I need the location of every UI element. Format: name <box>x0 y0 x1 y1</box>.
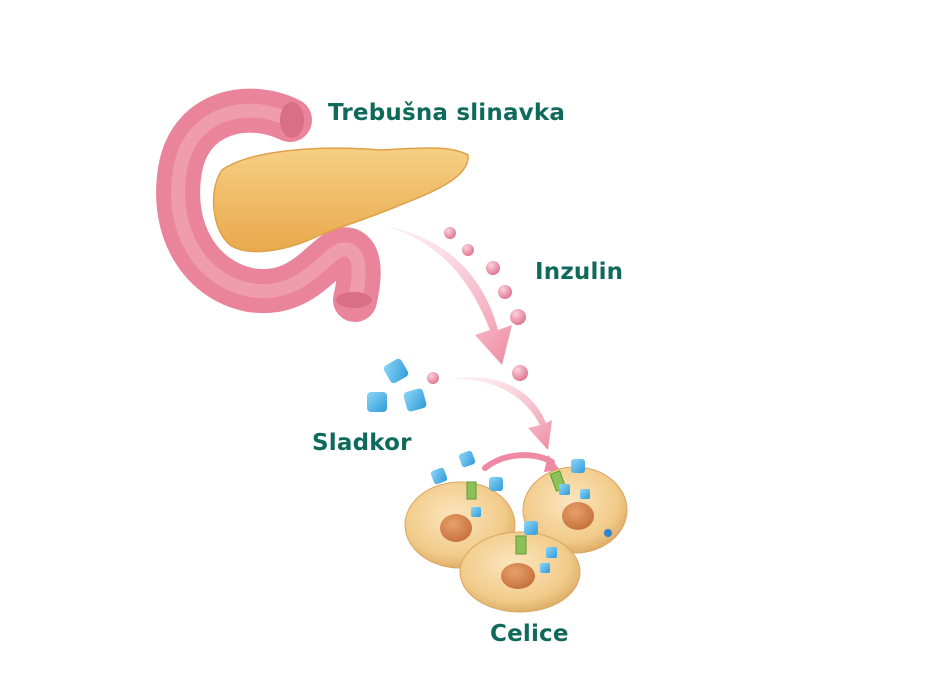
label-sugar: Sladkor <box>312 430 412 456</box>
label-pancreas: Trebušna slinavka <box>328 100 566 126</box>
small-arrow <box>482 452 555 471</box>
cells-illustration <box>404 450 628 613</box>
insulin-molecules <box>427 227 528 384</box>
insulin-arrow <box>380 225 512 365</box>
sugar-cubes <box>367 358 427 412</box>
label-cells: Celice <box>490 621 569 647</box>
duodenum-illustration <box>156 88 381 322</box>
pancreas-illustration <box>212 147 469 253</box>
label-insulin: Inzulin <box>535 259 624 285</box>
sugar-arrow <box>446 376 552 450</box>
